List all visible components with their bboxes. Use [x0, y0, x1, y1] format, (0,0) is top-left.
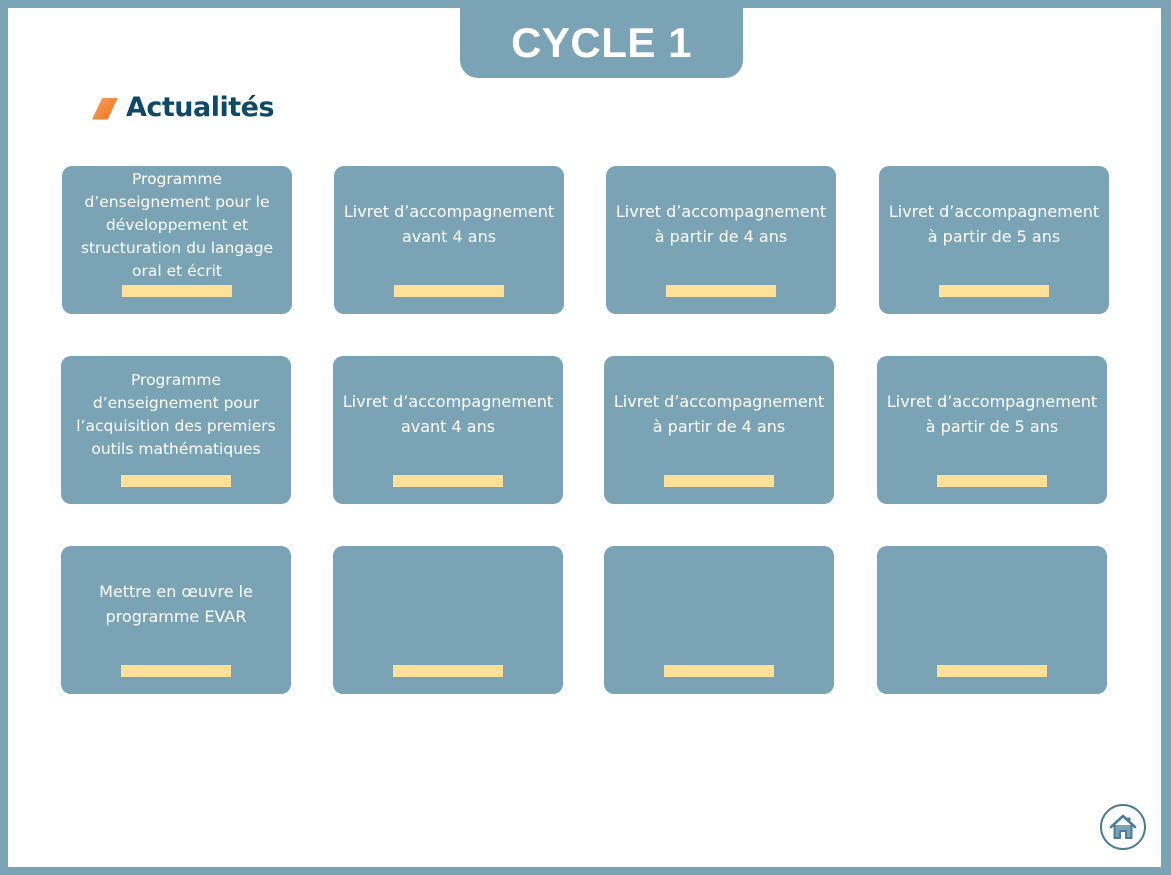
- card-bar: [393, 665, 503, 677]
- card-label: Livret d’accompagnement à partir de 5 an…: [886, 392, 1098, 436]
- home-button[interactable]: [1100, 804, 1146, 850]
- card-bar: [666, 285, 776, 297]
- card-label: Livret d’accompagnement avant 4 ans: [343, 202, 555, 246]
- page-title-tab: CYCLE 1: [460, 8, 743, 78]
- card-bar: [121, 475, 231, 487]
- card-label: Livret d’accompagnement à partir de 4 an…: [615, 202, 827, 246]
- card-label: Livret d’accompagnement avant 4 ans: [342, 392, 554, 436]
- page-title: CYCLE 1: [511, 19, 692, 66]
- card-label: [341, 546, 555, 662]
- card-9[interactable]: Mettre en œuvre le programme EVAR: [61, 546, 291, 694]
- card-8[interactable]: Livret d’accompagnement à partir de 5 an…: [877, 356, 1107, 504]
- card-11[interactable]: [604, 546, 834, 694]
- card-label: [885, 546, 1099, 662]
- card-bar: [122, 285, 232, 297]
- card-bar: [939, 285, 1049, 297]
- card-bar: [664, 665, 774, 677]
- card-5[interactable]: Programme d’enseignement pour l’acquisit…: [61, 356, 291, 504]
- card-label: Mettre en œuvre le programme EVAR: [99, 582, 253, 626]
- card-label: Programme d’enseignement pour l’acquisit…: [76, 371, 276, 458]
- card-label: Livret d’accompagnement à partir de 4 an…: [613, 392, 825, 436]
- card-7[interactable]: Livret d’accompagnement à partir de 4 an…: [604, 356, 834, 504]
- section-heading: Actualités: [92, 92, 275, 123]
- card-12[interactable]: [877, 546, 1107, 694]
- section-heading-label: Actualités: [126, 92, 275, 123]
- card-1[interactable]: Programme d’enseignement pour le dévelop…: [62, 166, 292, 314]
- card-bar: [937, 475, 1047, 487]
- page-frame: CYCLE 1 Actualités Programme d’enseignem…: [8, 8, 1161, 867]
- slash-accent-icon: [92, 96, 118, 120]
- card-bar: [394, 285, 504, 297]
- card-label: Programme d’enseignement pour le dévelop…: [80, 169, 274, 280]
- card-bar: [121, 665, 231, 677]
- card-3[interactable]: Livret d’accompagnement à partir de 4 an…: [606, 166, 836, 314]
- card-bar: [937, 665, 1047, 677]
- card-4[interactable]: Livret d’accompagnement à partir de 5 an…: [879, 166, 1109, 314]
- card-bar: [664, 475, 774, 487]
- home-icon: [1109, 814, 1137, 839]
- card-10[interactable]: [333, 546, 563, 694]
- card-label: [612, 546, 826, 662]
- card-6[interactable]: Livret d’accompagnement avant 4 ans: [333, 356, 563, 504]
- card-2[interactable]: Livret d’accompagnement avant 4 ans: [334, 166, 564, 314]
- card-bar: [393, 475, 503, 487]
- card-label: Livret d’accompagnement à partir de 5 an…: [888, 202, 1100, 246]
